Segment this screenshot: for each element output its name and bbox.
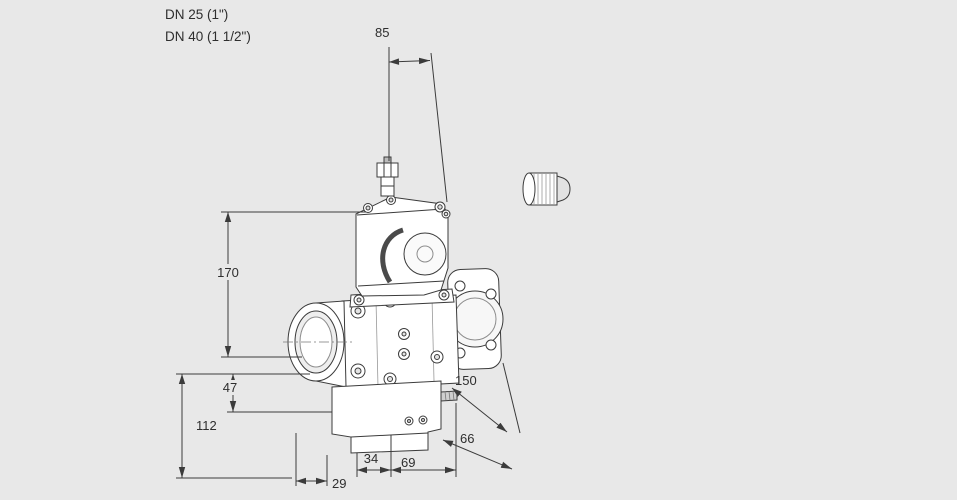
dim-label-150: 150 (455, 373, 477, 388)
regulator-housing (355, 195, 451, 297)
label-mask-170 (215, 264, 241, 280)
dim-label-112: 112 (196, 418, 217, 433)
dim-line-85 (388, 57, 431, 65)
label-mask-47 (219, 380, 242, 395)
flange-bolt-hole (485, 288, 497, 300)
dim-label-85: 85 (375, 25, 389, 40)
adjustment-cap (376, 156, 399, 197)
diaphragm-dome (403, 232, 447, 276)
dim-line-150 (451, 387, 508, 433)
lower-valve-block (331, 380, 458, 454)
dim-label-66: 66 (460, 431, 474, 446)
flange-bolt-hole (485, 339, 497, 351)
dim-label-29: 29 (332, 476, 346, 491)
text-labels: DN 25 (1") DN 40 (1 1/2") 85 170 47 112 … (165, 7, 477, 491)
ext-line-150 (502, 362, 521, 434)
outlet-flange (446, 268, 504, 370)
dim-label-47: 47 (223, 380, 237, 395)
dim-line-66 (442, 439, 513, 470)
dim-label-34: 34 (364, 451, 378, 466)
inlet-port (283, 300, 354, 388)
dn-size-label-1: DN 25 (1") (165, 7, 228, 22)
ext-line-85-right (430, 52, 448, 203)
dim-label-69: 69 (401, 455, 415, 470)
dimension-annotations (176, 47, 521, 486)
knurled-plug (522, 172, 571, 206)
valve-assembly (283, 156, 571, 454)
dn-size-label-2: DN 40 (1 1/2") (165, 29, 251, 44)
dim-label-170: 170 (217, 265, 239, 280)
spring-bracket (380, 227, 404, 284)
flange-bolt-hole (454, 280, 466, 292)
